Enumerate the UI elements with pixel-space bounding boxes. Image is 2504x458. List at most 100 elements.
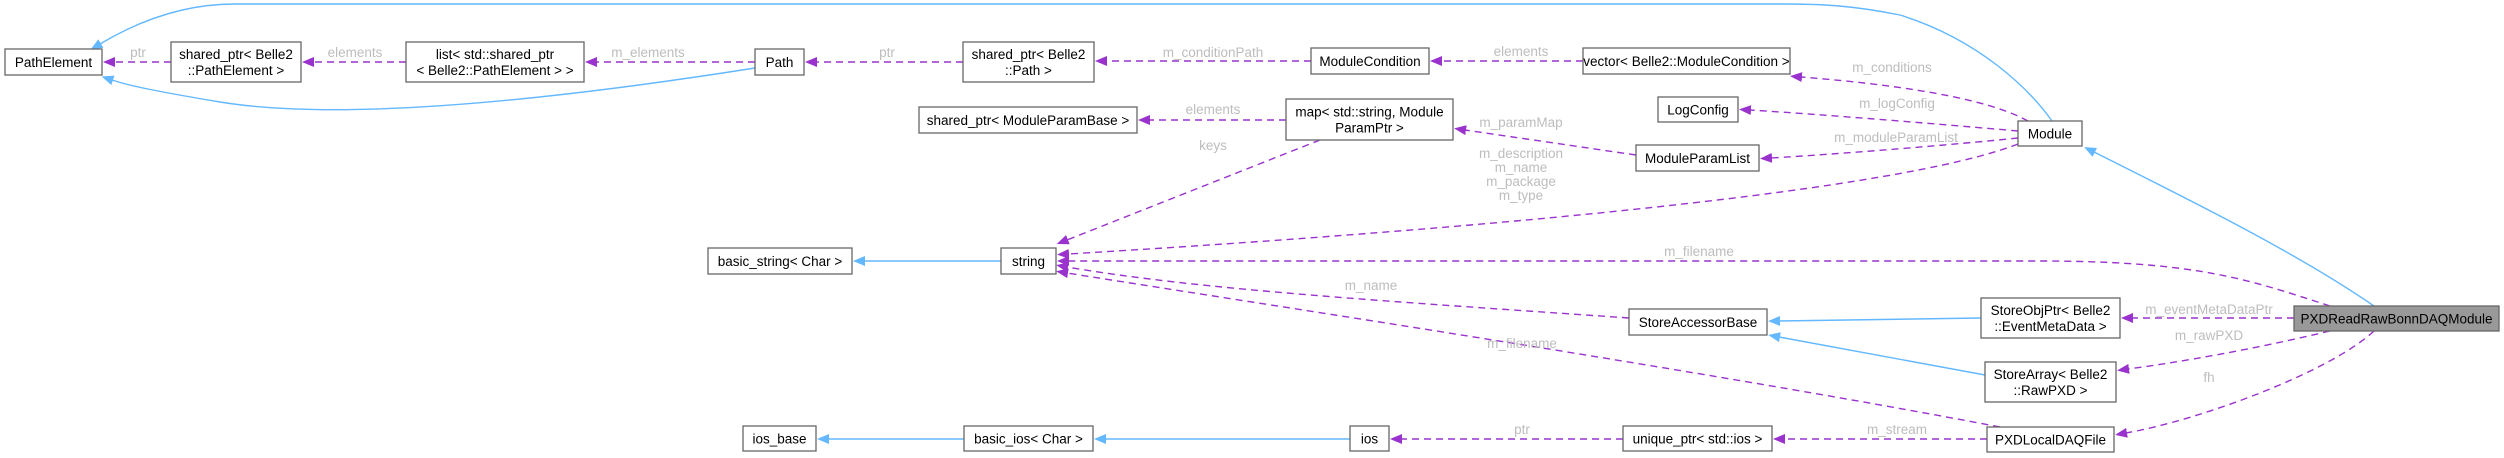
class-node-storeaccessorbase[interactable]: StoreAccessorBase bbox=[1628, 308, 1768, 336]
node-label: ::RawPXD > bbox=[2014, 383, 2088, 398]
class-node-ios-base[interactable]: ios_base bbox=[742, 425, 817, 452]
class-node-sp-path[interactable]: shared_ptr< Belle2::Path > bbox=[962, 41, 1095, 83]
member-edge-ModuleParamList-to-map_param bbox=[1454, 125, 1637, 156]
node-box bbox=[4, 48, 103, 76]
edge-label: elements bbox=[1494, 44, 1549, 59]
class-node-path[interactable]: Path bbox=[754, 48, 805, 76]
class-node-basic-string[interactable]: basic_string< Char > bbox=[707, 247, 853, 275]
inheritance-edge-Path-to-PathElement bbox=[101, 67, 756, 111]
class-node-unique-ptr-ios[interactable]: unique_ptr< std::ios > bbox=[1622, 425, 1773, 452]
class-node-modulecondition[interactable]: ModuleCondition bbox=[1310, 47, 1430, 75]
edge-label: m_moduleParamList bbox=[1834, 130, 1958, 145]
node-box bbox=[1980, 297, 2121, 339]
node-label: StoreArray< Belle2 bbox=[1994, 367, 2108, 382]
node-box bbox=[1582, 47, 1791, 75]
node-box bbox=[1349, 425, 1390, 452]
node-label: PXDReadRawBonnDAQModule bbox=[2300, 312, 2492, 327]
node-box bbox=[2017, 120, 2083, 147]
class-node-string[interactable]: string bbox=[1000, 247, 1057, 275]
edge-label: m_description bbox=[1479, 146, 1563, 161]
edge-label: m_type bbox=[1499, 188, 1543, 203]
class-node-basic-ios[interactable]: basic_ios< Char > bbox=[963, 425, 1094, 452]
inheritance-edge-StoreObjPtr-to-StoreAccessorBase bbox=[1768, 315, 1982, 326]
member-edge-Module-to-LogConfig bbox=[1739, 105, 2019, 132]
node-label: ModuleCondition bbox=[1319, 54, 1420, 69]
inheritance-edge-Module-to-PathElement bbox=[90, 3, 2053, 122]
node-box bbox=[918, 106, 1138, 134]
node-label: basic_string< Char > bbox=[718, 254, 843, 269]
class-node-list-sp[interactable]: list< std::shared_ptr< Belle2::PathEleme… bbox=[405, 41, 585, 83]
node-box bbox=[1285, 98, 1454, 141]
edge-label: m_package bbox=[1486, 174, 1556, 189]
inheritance-edge-StoreArray-to-StoreAccessorBase bbox=[1768, 332, 1986, 376]
node-box bbox=[742, 425, 817, 452]
member-edge-PXDReadRawBonnDAQModule-to-string bbox=[1057, 256, 2331, 307]
edge-label: fh bbox=[2203, 370, 2214, 385]
edge-label: m_eventMetaDataPtr bbox=[2145, 302, 2273, 317]
edge-label: ptr bbox=[130, 45, 146, 60]
class-node-logconfig[interactable]: LogConfig bbox=[1657, 96, 1739, 123]
node-label: shared_ptr< Belle2 bbox=[972, 47, 1086, 62]
node-label: map< std::string, Module bbox=[1295, 105, 1443, 120]
edge-label: m_elements bbox=[611, 45, 685, 60]
node-box bbox=[405, 41, 585, 83]
node-label: unique_ptr< std::ios > bbox=[1633, 432, 1763, 447]
edge-label: elements bbox=[328, 45, 383, 60]
node-label: shared_ptr< ModuleParamBase > bbox=[927, 113, 1130, 128]
node-label: StoreObjPtr< Belle2 bbox=[1991, 303, 2111, 318]
node-label: PathElement bbox=[15, 55, 93, 70]
node-label: ::Path > bbox=[1005, 63, 1052, 78]
node-box bbox=[707, 247, 853, 275]
node-label: basic_ios< Char > bbox=[974, 432, 1083, 447]
node-box bbox=[963, 425, 1094, 452]
member-edge-StoreAccessorBase-to-string bbox=[1056, 262, 1630, 319]
edge-label: m_name bbox=[1495, 160, 1548, 175]
class-node-vector-mc[interactable]: vector< Belle2::ModuleCondition > bbox=[1582, 47, 1791, 75]
member-edge-Module-to-vector_mc bbox=[1790, 72, 2029, 122]
class-node-module[interactable]: Module bbox=[2017, 120, 2083, 147]
edge-label: m_conditionPath bbox=[1163, 45, 1264, 60]
node-label: ModuleParamList bbox=[1645, 151, 1750, 166]
class-node-ios[interactable]: ios bbox=[1349, 425, 1390, 452]
edge-label: m_paramMap bbox=[1479, 115, 1562, 130]
edge-label: m_filename bbox=[1487, 336, 1557, 351]
node-label: ios_base bbox=[752, 432, 806, 447]
class-node-pxdlocaldaqfile[interactable]: PXDLocalDAQFile bbox=[1986, 426, 2115, 453]
node-label: list< std::shared_ptr bbox=[436, 47, 555, 62]
edge-label: m_conditions bbox=[1852, 60, 1932, 75]
node-label: vector< Belle2::ModuleCondition > bbox=[1583, 54, 1789, 69]
node-box bbox=[1000, 247, 1057, 275]
class-node-pxdreadrawbonndaqmodule[interactable]: PXDReadRawBonnDAQModule bbox=[2293, 305, 2500, 332]
node-label: shared_ptr< Belle2 bbox=[179, 47, 293, 62]
class-node-sp-parambase[interactable]: shared_ptr< ModuleParamBase > bbox=[918, 106, 1138, 134]
node-box bbox=[1986, 426, 2115, 453]
node-box bbox=[2293, 305, 2500, 332]
node-label: ParamPtr > bbox=[1335, 121, 1404, 136]
member-edge-map_param-to-string bbox=[1056, 139, 1321, 245]
edge-label: ptr bbox=[1514, 422, 1530, 437]
edge-label: m_stream bbox=[1867, 422, 1927, 437]
node-box bbox=[1622, 425, 1773, 452]
class-node-pathelement[interactable]: PathElement bbox=[4, 48, 103, 76]
node-label: Module bbox=[2028, 127, 2072, 142]
class-node-sp-pathelement[interactable]: shared_ptr< Belle2::PathElement > bbox=[170, 41, 302, 83]
node-label: StoreAccessorBase bbox=[1639, 315, 1758, 330]
class-node-storearray[interactable]: StoreArray< Belle2::RawPXD > bbox=[1984, 361, 2117, 403]
edge-label: keys bbox=[1199, 138, 1227, 153]
node-label: LogConfig bbox=[1667, 103, 1729, 118]
node-box bbox=[1628, 308, 1768, 336]
node-label: ::EventMetaData > bbox=[1994, 319, 2106, 334]
nodes-layer: PathElement shared_ptr< Belle2::PathEleme… bbox=[4, 41, 2500, 453]
node-label: Path bbox=[766, 55, 794, 70]
member-edge-PXDLocalDAQFile-to-string bbox=[1056, 268, 2001, 428]
node-label: ios bbox=[1361, 432, 1379, 447]
node-box bbox=[962, 41, 1095, 83]
class-node-moduleparamlist[interactable]: ModuleParamList bbox=[1635, 144, 1760, 172]
node-box bbox=[1657, 96, 1739, 123]
class-node-storeobjptr[interactable]: StoreObjPtr< Belle2::EventMetaData > bbox=[1980, 297, 2121, 339]
node-label: ::PathElement > bbox=[188, 63, 285, 78]
member-edge-Module-to-string bbox=[1057, 143, 2019, 259]
